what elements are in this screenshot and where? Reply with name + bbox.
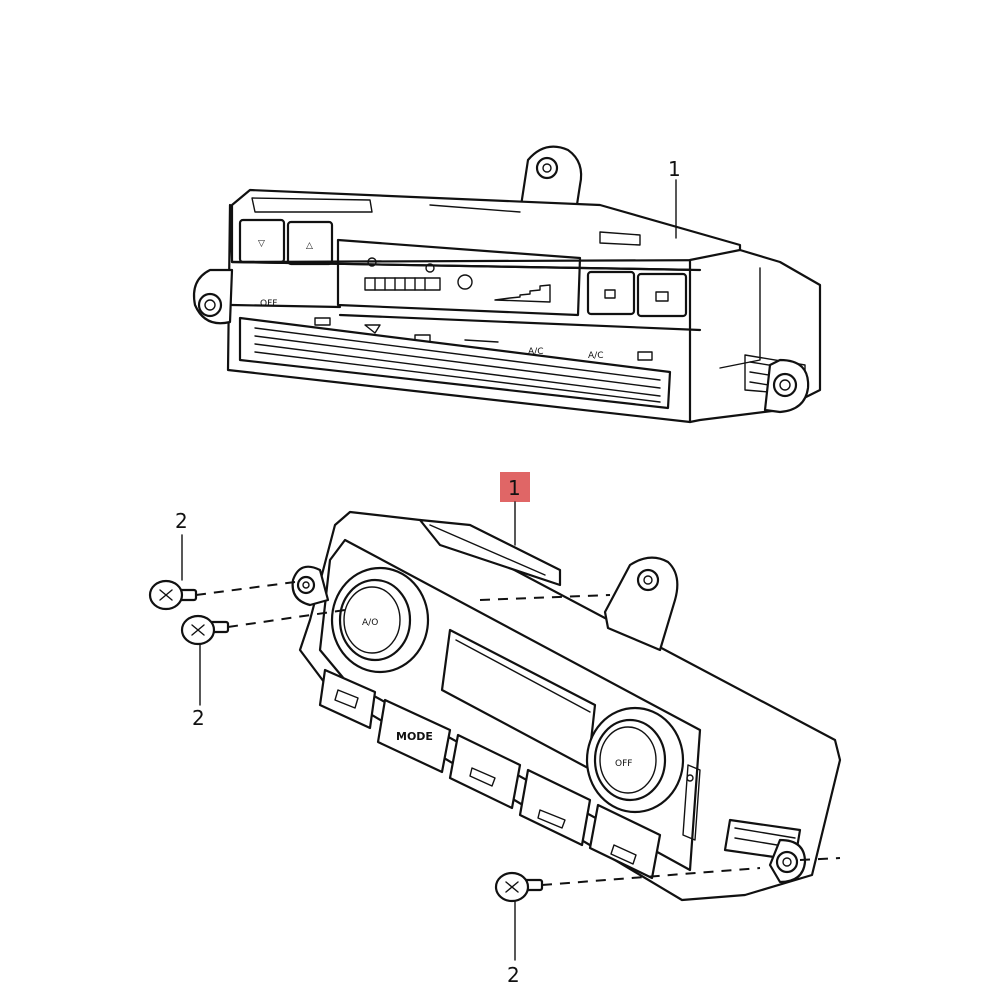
- top-climate-panel: ▽ △ OFF A/C A/C: [192, 145, 822, 424]
- callout-top-panel: 1: [668, 157, 681, 181]
- callout-screw-lower-left-group: 2: [192, 644, 205, 730]
- top-max-ac-label: A/C: [588, 351, 603, 361]
- right-knob-label: OFF: [615, 759, 632, 769]
- top-vent-grille: [254, 327, 661, 403]
- svg-text:△: △: [306, 241, 313, 251]
- right-fan-knob[interactable]: OFF: [585, 706, 685, 814]
- callout-bottom-panel-group: 1: [500, 472, 530, 546]
- bottom-climate-panel: A/O OFF MODE: [291, 510, 842, 902]
- left-temperature-knob[interactable]: A/O: [330, 566, 430, 674]
- screw-upper-left: [148, 579, 296, 611]
- recirculation-button[interactable]: [448, 733, 522, 810]
- callout-screw-bottom-group: 2: [507, 901, 520, 987]
- top-ac-label: A/C: [528, 347, 543, 357]
- front-defrost-button[interactable]: [588, 803, 662, 880]
- callout-screw-upper-left-group: 2: [175, 509, 188, 581]
- fresh-air-button[interactable]: [518, 768, 592, 847]
- top-off-label: OFF: [260, 299, 277, 309]
- rear-defrost-button[interactable]: [318, 668, 377, 730]
- callout-highlight-box: [500, 472, 530, 502]
- callout-bottom-panel: 1: [508, 476, 521, 500]
- callout-screw-upper-left: 2: [175, 509, 188, 533]
- screw-bottom: [494, 857, 841, 903]
- svg-text:▽: ▽: [258, 239, 265, 249]
- screw-lower-left: [180, 594, 611, 646]
- callout-screw-bottom: 2: [507, 963, 520, 987]
- mode-button[interactable]: MODE: [376, 698, 452, 774]
- mode-button-label: MODE: [396, 730, 433, 743]
- left-knob-label: A/O: [362, 618, 378, 628]
- callout-screw-lower-left: 2: [192, 706, 205, 730]
